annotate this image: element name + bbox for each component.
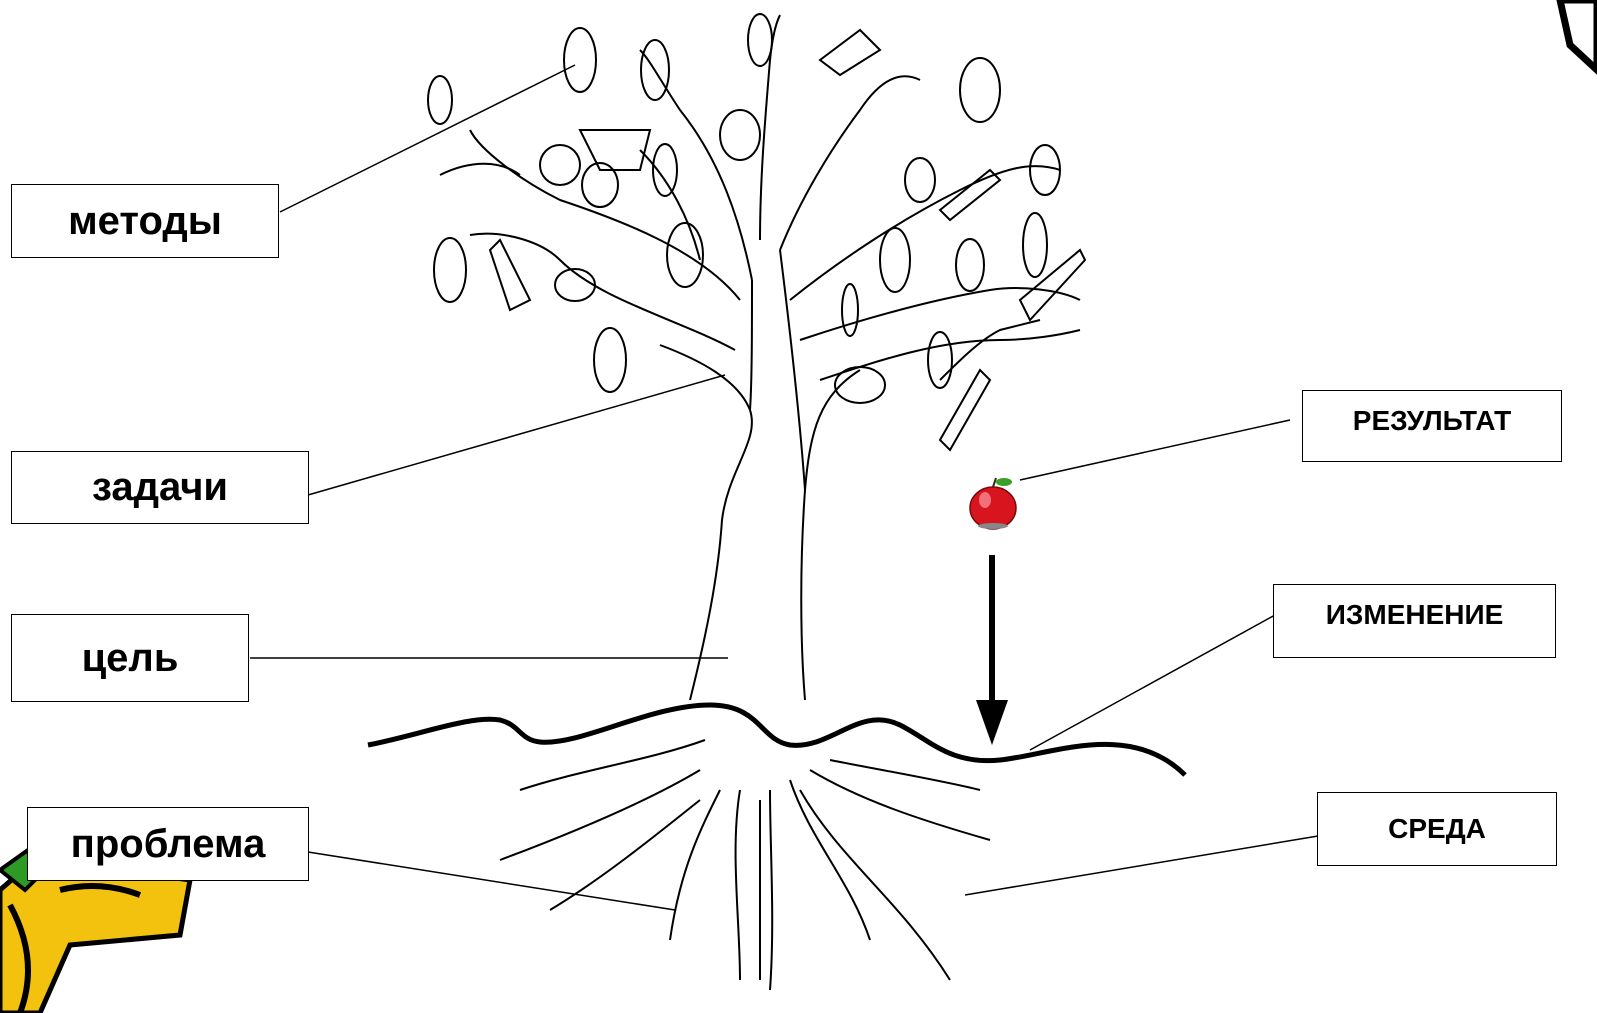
change-label-text: ИЗМЕНЕНИЕ — [1325, 599, 1504, 630]
tree-branches — [439, 14, 1087, 452]
change-label: ИЗМЕНЕНИЕ — [1273, 584, 1556, 658]
methods-label: методы — [11, 184, 279, 258]
problem-label-text: проблема — [70, 821, 266, 866]
down-arrow-icon — [976, 555, 1008, 745]
connector-lines — [250, 64, 1319, 911]
corner-decoration-right-icon — [1556, 0, 1597, 75]
result-label-text: РЕЗУЛЬТАТ — [1352, 405, 1512, 436]
tasks-label-text: задачи — [91, 465, 229, 509]
result-label: РЕЗУЛЬТАТ — [1302, 390, 1562, 462]
apple-icon — [969, 477, 1017, 530]
methods-label-text: методы — [68, 198, 222, 243]
environment-label: СРЕДА — [1317, 792, 1557, 866]
goal-label: цель — [11, 614, 249, 702]
environment-label-text: СРЕДА — [1388, 813, 1486, 844]
goal-label-text: цель — [81, 635, 179, 680]
tree-trunk — [659, 249, 861, 701]
problem-label: проблема — [27, 807, 309, 881]
tree-leaves — [427, 13, 1061, 404]
tasks-label: задачи — [11, 451, 309, 524]
tree-roots — [499, 739, 991, 991]
ground-line — [367, 702, 1187, 777]
